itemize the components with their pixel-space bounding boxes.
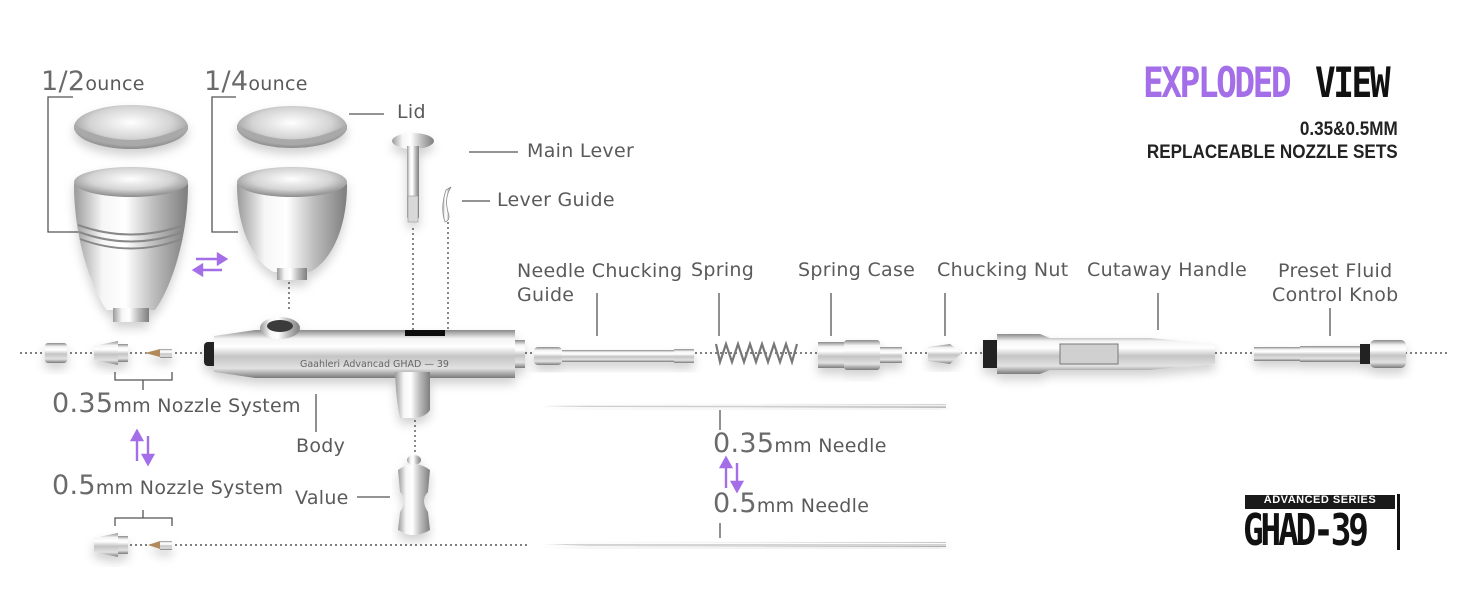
series-badge (1245, 495, 1395, 509)
label-spring-case: Spring Case (798, 259, 916, 281)
label-cutaway-handle: Cutaway Handle (1087, 259, 1248, 281)
swap-arrows (129, 251, 745, 494)
nozzle-system-035 (45, 341, 172, 365)
label-lever-guide: Lever Guide (497, 189, 615, 211)
model-name: GHAD-39 (1243, 505, 1369, 556)
label-valve: Value (295, 487, 349, 509)
half-ounce-cup (74, 105, 188, 322)
spring-case (818, 340, 902, 370)
main-lever (392, 133, 434, 223)
chucking-nut (928, 344, 962, 364)
body-engraving: Gaahleri Advancad GHAD — 39 (300, 359, 449, 370)
nozzle-system-05 (94, 533, 172, 557)
spring (714, 340, 799, 367)
leader-lines (47, 96, 1331, 538)
label-chucking-nut: Chucking Nut (937, 259, 1069, 281)
label-spring: Spring (691, 259, 755, 281)
air-valve (398, 455, 430, 535)
needle-chucking-guide (534, 347, 694, 365)
series-label: ADVANCED SERIES (1263, 494, 1377, 506)
lever-guide (442, 186, 452, 223)
title-highlight: EXPLODED (1143, 58, 1292, 107)
label-nozzle-05: 0.5mm Nozzle System (52, 470, 284, 501)
needle-05 (542, 542, 946, 547)
airbrush-body (204, 317, 525, 418)
label-body: Body (296, 435, 346, 457)
label-needle-035: 0.35mm Needle (713, 428, 887, 459)
label-needle-05: 0.5mm Needle (713, 488, 870, 519)
preset-fluid-knob (1254, 340, 1406, 368)
label-quarter-ounce-cup: 1/4ounce (204, 66, 308, 97)
label-lid: Lid (397, 101, 426, 123)
label-nozzle-035: 0.35mm Nozzle System (52, 388, 301, 419)
quarter-ounce-cup (237, 106, 347, 280)
subtitle-nozzle-size: 0.35&0.5MM (1300, 119, 1398, 140)
label-half-ounce-cup: 1/2ounce (41, 66, 145, 97)
cutaway-handle (983, 334, 1215, 374)
model-divider (1397, 494, 1400, 550)
title-rest: VIEW (1315, 58, 1391, 107)
label-main-lever: Main Lever (527, 140, 635, 162)
subtitle-nozzle-sets: REPLACEABLE NOZZLE SETS (1147, 142, 1398, 163)
needle-035 (542, 404, 946, 408)
